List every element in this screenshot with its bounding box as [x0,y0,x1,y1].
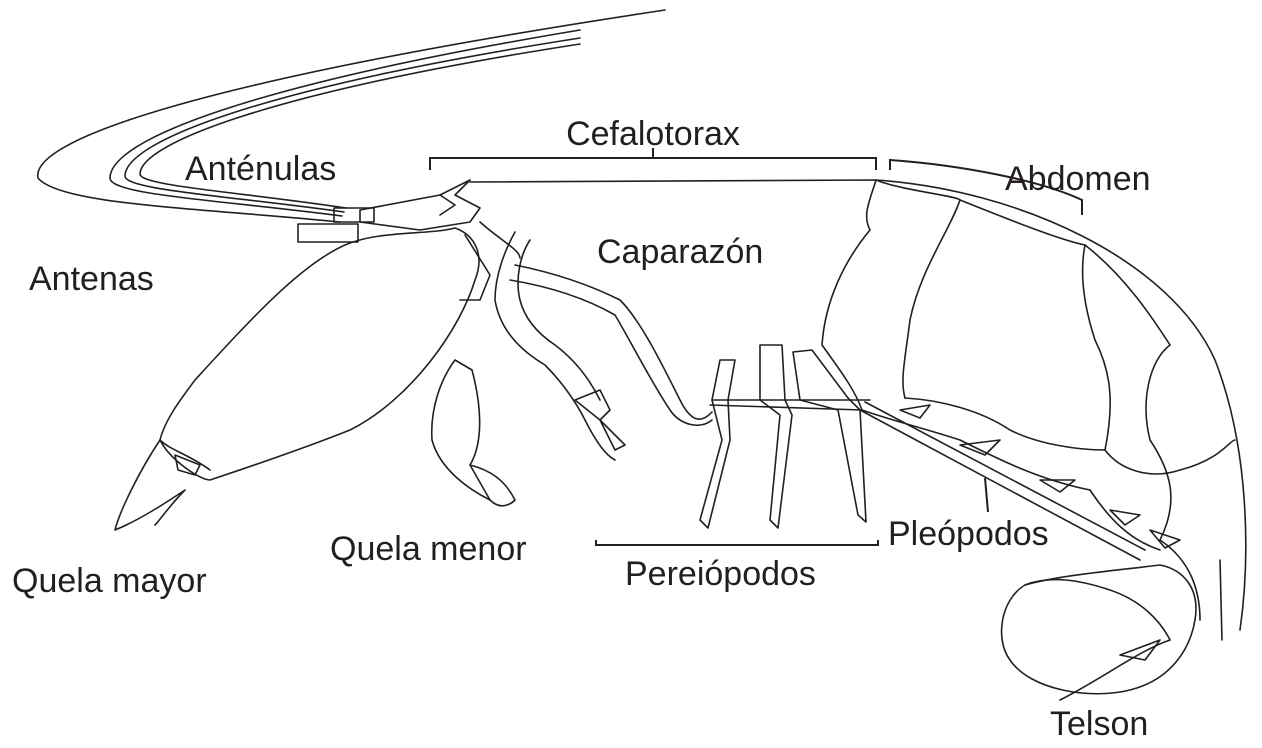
label-cefalotorax: Cefalotorax [566,115,740,153]
pereiopods-drawing [700,345,870,528]
annotation-lines [430,148,1082,545]
carapace-drawing [470,180,876,410]
label-abdomen: Abdomen [1005,160,1151,198]
label-pleopodos: Pleópodos [888,515,1049,553]
label-telson: Telson [1050,705,1148,743]
label-caparazon: Caparazón [597,233,763,271]
head-drawing [360,180,480,230]
label-antenas: Antenas [29,260,154,298]
pereiopodos-bracket [596,540,878,545]
major-claw-drawing [115,228,490,530]
label-quela-menor: Quela menor [330,530,527,568]
telson-drawing [1002,565,1196,700]
label-antenulas: Anténulas [185,150,336,188]
pleopodos-leader [985,478,988,512]
abdomen-drawing [862,180,1246,640]
label-pereiopodos: Pereiópodos [625,555,816,593]
label-quela-mayor: Quela mayor [12,562,207,600]
minor-claw-drawing [432,360,515,506]
